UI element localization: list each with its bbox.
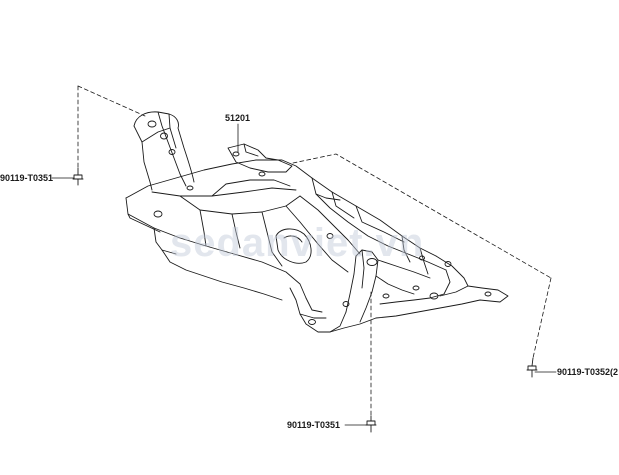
label-bolt-left: 90119-T0351 — [0, 173, 54, 183]
label-bolt-right: 90119-T0352(2 — [557, 367, 619, 377]
bolt-right — [526, 357, 538, 378]
label-bolt-bottom: 90119-T0351 — [287, 420, 341, 430]
bolt-left — [72, 167, 84, 186]
leader-lines — [51, 123, 557, 426]
mounting-holes — [147, 120, 492, 325]
bolt-bottom — [365, 415, 377, 433]
crossmember-outline — [125, 111, 509, 333]
label-part-51201: 51201 — [225, 113, 251, 123]
dashed-reference-lines — [77, 85, 552, 417]
watermark-text: sedanviet.vn — [170, 221, 425, 265]
